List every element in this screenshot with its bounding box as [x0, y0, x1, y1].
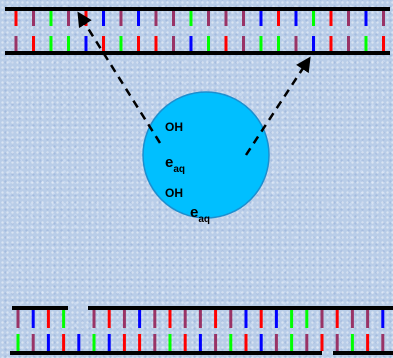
species-symbol: e — [165, 154, 173, 171]
hydroxyl-radical-label: OH — [165, 186, 183, 200]
arrow-to-top-right-strand — [244, 56, 311, 156]
bottom-dna-broken-strand — [10, 306, 393, 355]
species-subscript: aq — [198, 214, 210, 225]
aqueous-electron-label: eaq — [165, 154, 185, 175]
species-symbol: e — [190, 204, 198, 221]
radiolysis-droplet — [142, 91, 270, 219]
species-symbol: OH — [165, 186, 183, 200]
hydroxyl-radical-label: OH — [165, 120, 183, 134]
aqueous-electron-label: eaq — [190, 204, 210, 225]
arrow-to-top-left-strand — [77, 11, 162, 144]
species-symbol: OH — [165, 120, 183, 134]
top-dna-double-strand — [5, 7, 390, 55]
species-subscript: aq — [173, 164, 185, 175]
